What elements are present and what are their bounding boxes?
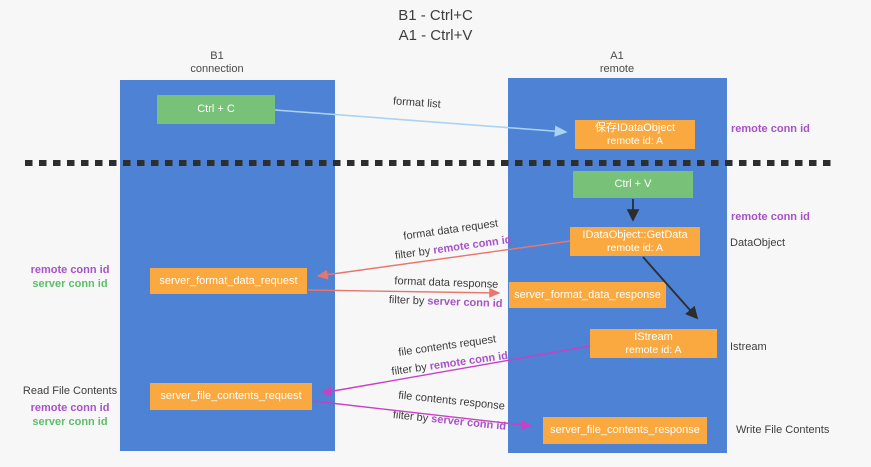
box-save-idataobject-line1: 保存IDataObject xyxy=(594,121,676,134)
lifeline-a1-name: A1 xyxy=(610,50,624,62)
lifeline-header-a1: A1 remote xyxy=(557,50,677,76)
box-ctrl-c-label: Ctrl + C xyxy=(197,103,235,115)
diagram-title: B1 - Ctrl+C A1 - Ctrl+V xyxy=(0,6,871,46)
lifeline-b1-role: connection xyxy=(190,63,244,75)
box-ctrl-v: Ctrl + V xyxy=(573,171,693,198)
title-line-1: B1 - Ctrl+C xyxy=(398,7,473,24)
box-istream-line1: IStream xyxy=(634,330,673,343)
label-istream: Istream xyxy=(730,341,767,353)
box-save-idataobject-line2: remote id: A xyxy=(606,134,664,147)
box-server-file-contents-request-label: server_file_contents_request xyxy=(160,390,302,402)
label-remote-conn-id-left-bottom: remote conn id xyxy=(30,402,110,414)
label-format-data-response-line2: filter by server conn id xyxy=(375,291,516,315)
box-server-format-data-response-label: server_format_data_response xyxy=(514,288,661,301)
label-remote-conn-id-right-mid: remote conn id xyxy=(731,211,810,223)
label-dataobject: DataObject xyxy=(730,237,786,249)
box-idataobject-getdata: IDataObject::GetData remote id: A xyxy=(570,227,700,256)
label-server-conn-id-left-top: server conn id xyxy=(32,278,108,290)
server-conn-id-text: server conn id xyxy=(430,413,507,433)
label-server-conn-id-left-bottom: server conn id xyxy=(32,416,108,428)
lifeline-header-b1: B1 connection xyxy=(157,50,277,76)
lifeline-b1-name: B1 xyxy=(210,50,224,62)
box-server-file-contents-response: server_file_contents_response xyxy=(543,417,707,444)
box-istream: IStream remote id: A xyxy=(590,329,717,358)
filter-by-text: filter by xyxy=(392,409,432,425)
box-server-file-contents-response-label: server_file_contents_response xyxy=(550,424,700,436)
box-idataobject-getdata-line1: IDataObject::GetData xyxy=(582,228,688,241)
filter-by-text: filter by xyxy=(394,244,435,263)
box-ctrl-c: Ctrl + C xyxy=(157,95,275,124)
filter-by-text: filter by xyxy=(388,294,428,308)
label-write-file-contents: Write File Contents xyxy=(736,424,830,436)
lifeline-a1-role: remote xyxy=(599,63,635,75)
box-save-idataobject: 保存IDataObject remote id: A xyxy=(575,120,695,149)
label-file-contents-request: file contents request filter by remote c… xyxy=(374,327,523,383)
label-read-file-contents: Read File Contents xyxy=(22,385,118,397)
filter-by-text: filter by xyxy=(390,360,431,379)
label-format-data-response: format data response filter by server co… xyxy=(375,272,516,315)
box-idataobject-getdata-line2: remote id: A xyxy=(606,241,664,254)
box-server-format-data-request-label: server_format_data_request xyxy=(159,274,298,287)
label-remote-conn-id-right-top: remote conn id xyxy=(731,123,810,135)
box-server-format-data-request: server_format_data_request xyxy=(150,268,307,294)
box-istream-line2: remote id: A xyxy=(625,343,682,356)
label-remote-conn-id-left-top: remote conn id xyxy=(30,264,110,276)
label-format-list: format list xyxy=(392,95,442,111)
label-file-contents-response: file contents response filter by server … xyxy=(376,384,524,439)
server-conn-id-text: server conn id xyxy=(427,295,503,310)
box-ctrl-v-label: Ctrl + V xyxy=(614,178,652,190)
box-server-file-contents-request: server_file_contents_request xyxy=(150,383,312,410)
title-line-2: A1 - Ctrl+V xyxy=(398,27,473,44)
label-format-data-request: format data request filter by remote con… xyxy=(380,211,524,266)
box-server-format-data-response: server_format_data_response xyxy=(509,282,666,308)
